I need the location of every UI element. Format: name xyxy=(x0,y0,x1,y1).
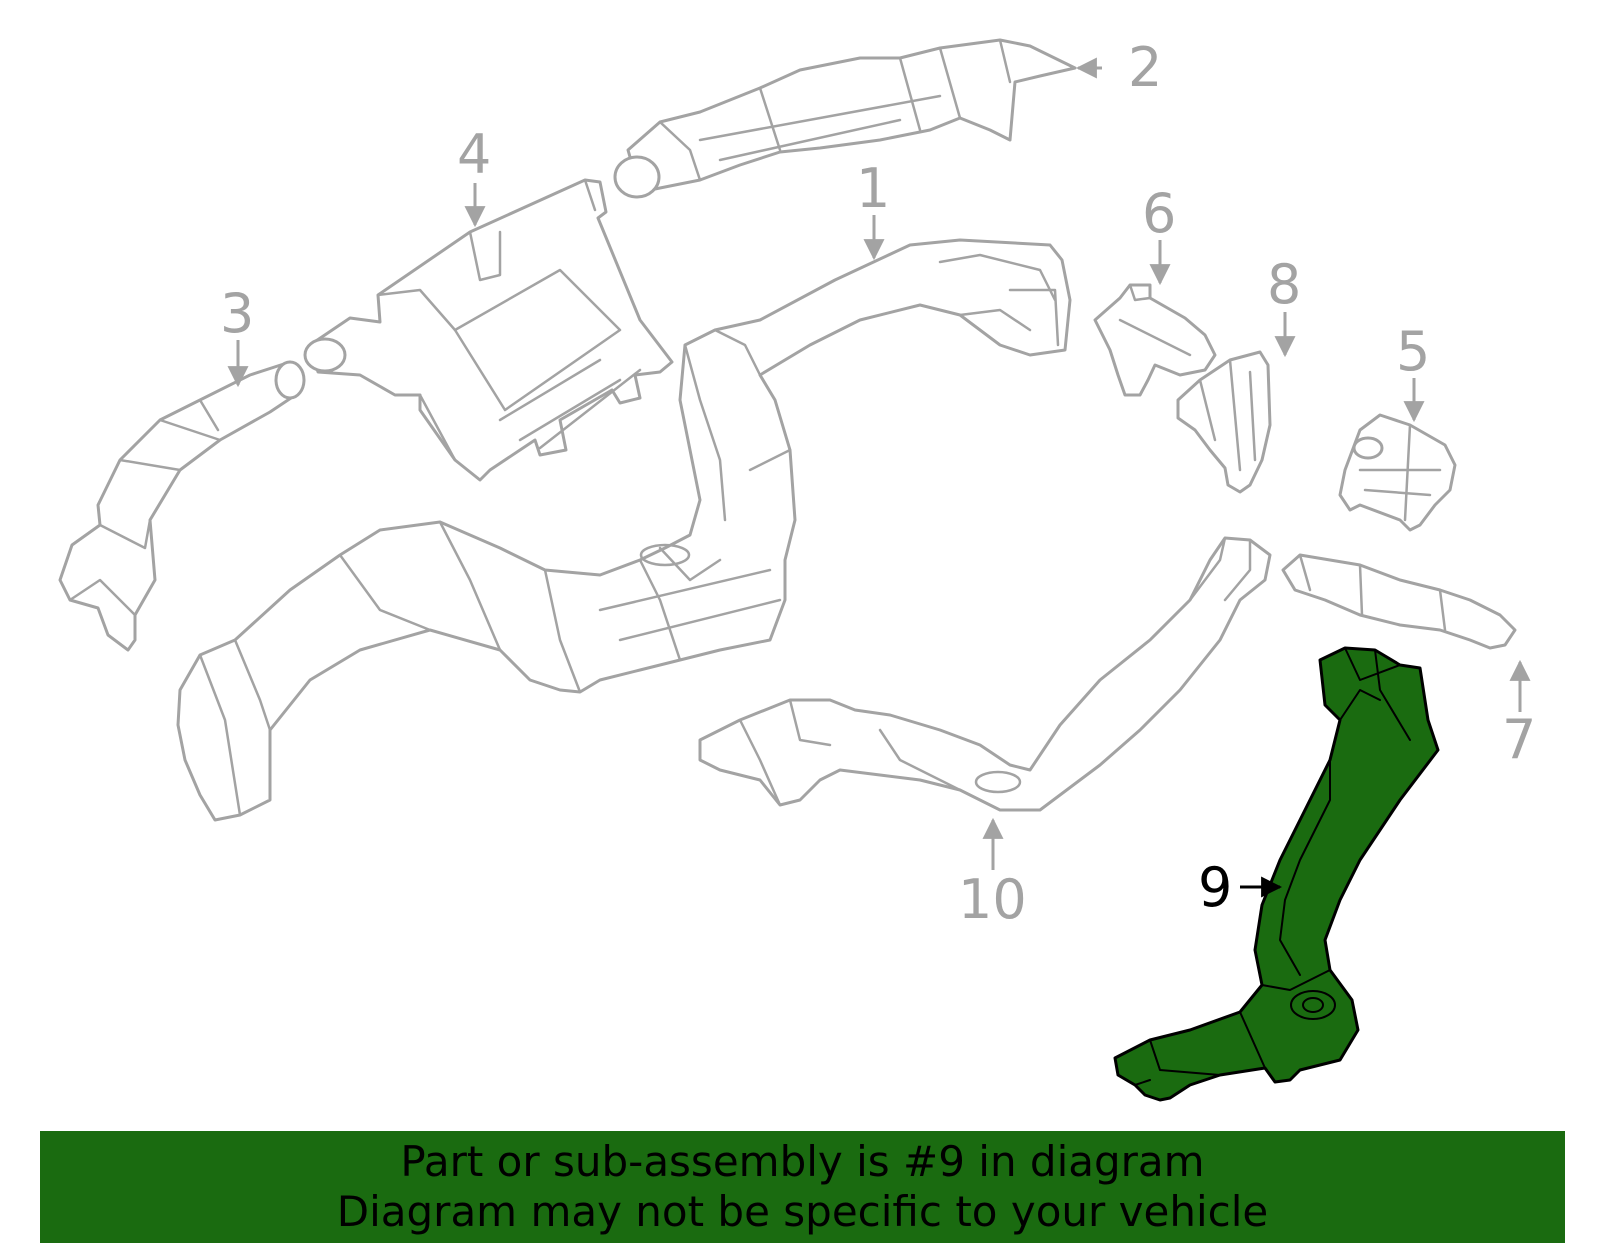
callout-8[interactable]: 8 xyxy=(1267,253,1301,316)
info-banner: Part or sub-assembly is #9 in diagram Di… xyxy=(40,1131,1565,1243)
callout-3[interactable]: 3 xyxy=(220,282,254,345)
callout-6[interactable]: 6 xyxy=(1142,182,1176,245)
part-5-bracket[interactable] xyxy=(1338,413,1457,532)
part-4-vent-housing[interactable] xyxy=(303,178,674,482)
callout-7[interactable]: 7 xyxy=(1502,708,1536,771)
part-1-main-duct[interactable] xyxy=(176,238,1072,822)
part-3-duct[interactable] xyxy=(58,360,306,652)
banner-line-disclaimer: Diagram may not be specific to your vehi… xyxy=(336,1187,1269,1236)
callout-5[interactable]: 5 xyxy=(1396,320,1430,383)
part-8-bracket[interactable] xyxy=(1176,350,1272,494)
part-9-duct-highlighted[interactable] xyxy=(1113,646,1440,1102)
part-6-bracket[interactable] xyxy=(1093,283,1217,397)
part-7-duct[interactable] xyxy=(1281,553,1517,650)
callout-2[interactable]: 2 xyxy=(1128,36,1162,99)
callout-10[interactable]: 10 xyxy=(958,868,1027,931)
callout-4[interactable]: 4 xyxy=(457,123,491,186)
leader-lines xyxy=(227,57,1531,898)
callout-9[interactable]: 9 xyxy=(1198,856,1232,919)
callout-labels: 2 4 1 3 6 8 5 7 10 9 xyxy=(220,36,1536,931)
callout-1[interactable]: 1 xyxy=(856,157,890,220)
banner-line-part: Part or sub-assembly is #9 in diagram xyxy=(400,1137,1205,1186)
part-10-duct[interactable] xyxy=(698,536,1272,812)
part-2-duct[interactable] xyxy=(613,38,1077,199)
